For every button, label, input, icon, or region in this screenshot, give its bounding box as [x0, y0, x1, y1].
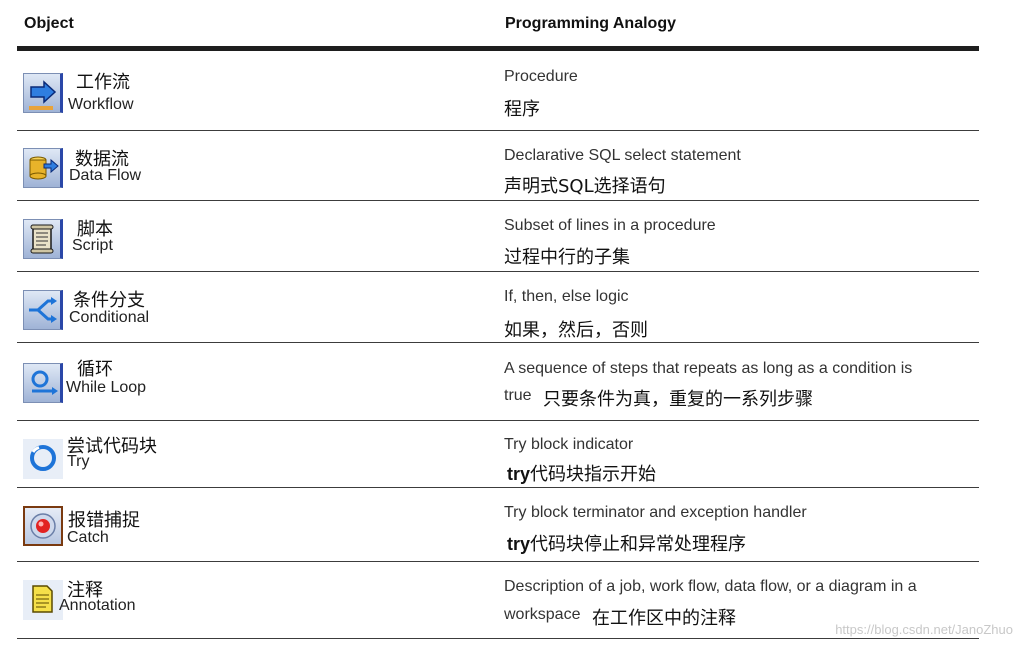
analogy-zh: 过程中行的子集 — [504, 247, 630, 268]
watermark: https://blog.csdn.net/JanoZhuo — [835, 622, 1013, 637]
data-flow-database-icon — [23, 148, 63, 188]
object-en: Conditional — [69, 309, 150, 326]
analogy-zh: 代码块停止和异常处理程序 — [530, 534, 747, 555]
object-en: While Loop — [66, 379, 147, 396]
analogy-text-cont: workspace — [504, 606, 581, 623]
analogy-zh: 如果，然后，否则 — [504, 320, 648, 341]
object-zh: 注释 — [67, 580, 103, 601]
object-en: Data Flow — [69, 167, 142, 184]
object-en: Annotation — [59, 597, 136, 614]
table-row-try: 尝试代码块 Try Try block indicator try代码块指示开始 — [17, 421, 979, 488]
table-row-script: 脚本 Script Subset of lines in a procedure… — [17, 201, 979, 272]
analogy-text-cont: true — [504, 387, 532, 404]
object-en: Try — [67, 453, 90, 470]
object-zh: 数据流 — [75, 149, 129, 170]
catch-target-icon — [23, 506, 63, 546]
object-zh: 尝试代码块 — [67, 436, 157, 457]
object-zh: 脚本 — [77, 219, 113, 240]
header-object: Object — [24, 15, 74, 32]
analogy-text: Declarative SQL select statement — [504, 147, 741, 164]
workflow-arrow-icon — [23, 73, 63, 113]
analogy-zh: 声明式SQL选择语句 — [504, 176, 666, 197]
table-row-annotation: 注释 Annotation Description of a job, work… — [17, 562, 979, 639]
object-zh: 工作流 — [76, 72, 130, 93]
analogy-text: Try block terminator and exception handl… — [504, 504, 807, 521]
analogy-zh: 程序 — [504, 99, 540, 120]
analogy-try: try — [507, 534, 531, 554]
try-circle-icon — [23, 439, 63, 479]
analogy-zh-line: try代码块停止和异常处理程序 — [507, 530, 746, 556]
analogy-text: A sequence of steps that repeats as long… — [504, 360, 913, 377]
object-zh: 条件分支 — [73, 290, 145, 311]
header-analogy: Programming Analogy — [505, 15, 676, 32]
analogy-text: Description of a job, work flow, data fl… — [504, 578, 917, 595]
table-header: Object Programming Analogy — [17, 0, 979, 51]
analogy-zh: 代码块指示开始 — [530, 464, 657, 485]
while-loop-icon — [23, 363, 63, 403]
script-scroll-icon — [23, 219, 63, 259]
object-en: Workflow — [68, 96, 134, 113]
analogy-text: If, then, else logic — [504, 288, 629, 305]
analogy-zh-line: try代码块指示开始 — [507, 460, 656, 486]
object-en: Catch — [67, 529, 109, 546]
analogy-text: Subset of lines in a procedure — [504, 217, 716, 234]
annotation-note-icon — [23, 580, 63, 620]
analogy-text: Procedure — [504, 68, 578, 85]
table-row-catch: 报错捕捉 Catch Try block terminator and exce… — [17, 488, 979, 562]
object-zh: 报错捕捉 — [68, 510, 140, 531]
object-zh: 循环 — [77, 359, 113, 380]
table-row-while-loop: 循环 While Loop A sequence of steps that r… — [17, 343, 979, 421]
analogy-text: Try block indicator — [504, 436, 634, 453]
object-en: Script — [72, 237, 113, 254]
analogy-zh: 只要条件为真，重复的一系列步骤 — [543, 389, 813, 410]
conditional-branch-icon — [23, 290, 63, 330]
analogy-try: try — [507, 464, 531, 484]
table-row-data-flow: 数据流 Data Flow Declarative SQL select sta… — [17, 131, 979, 201]
table-row-workflow: 工作流 Workflow Procedure 程序 — [17, 51, 979, 131]
table-row-conditional: 条件分支 Conditional If, then, else logic 如果… — [17, 272, 979, 343]
analogy-zh: 在工作区中的注释 — [592, 608, 736, 629]
